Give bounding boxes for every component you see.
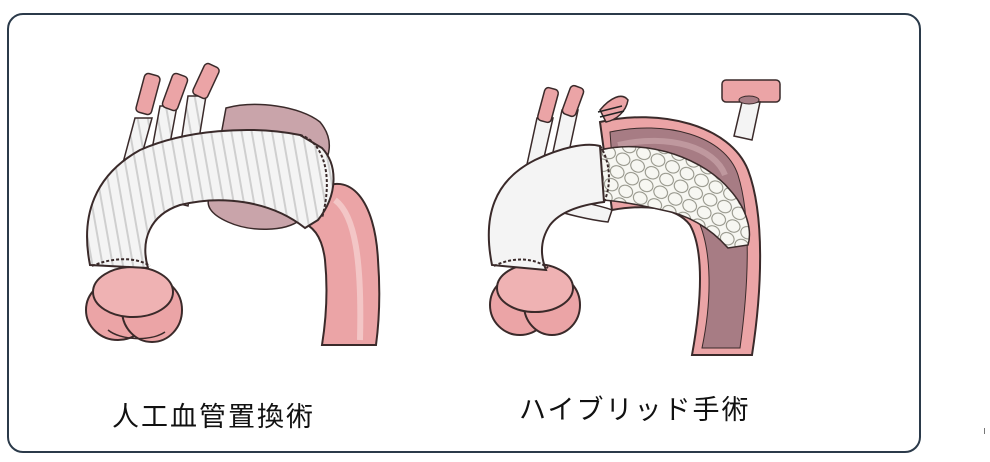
ligated-stump [597, 95, 629, 123]
aortic-root-right [489, 263, 581, 336]
stent-graft [597, 146, 751, 249]
caption-left: 人工血管置換術 [112, 402, 315, 433]
aortic-root [85, 266, 183, 343]
separate-graft-segment [721, 79, 781, 141]
left-illustration [85, 62, 381, 346]
arch-graft-right [487, 143, 606, 272]
right-illustration [487, 79, 781, 356]
caption-right: ハイブリッド手術 [519, 395, 751, 426]
arch-graft [86, 129, 335, 270]
corner-tick [984, 428, 985, 434]
